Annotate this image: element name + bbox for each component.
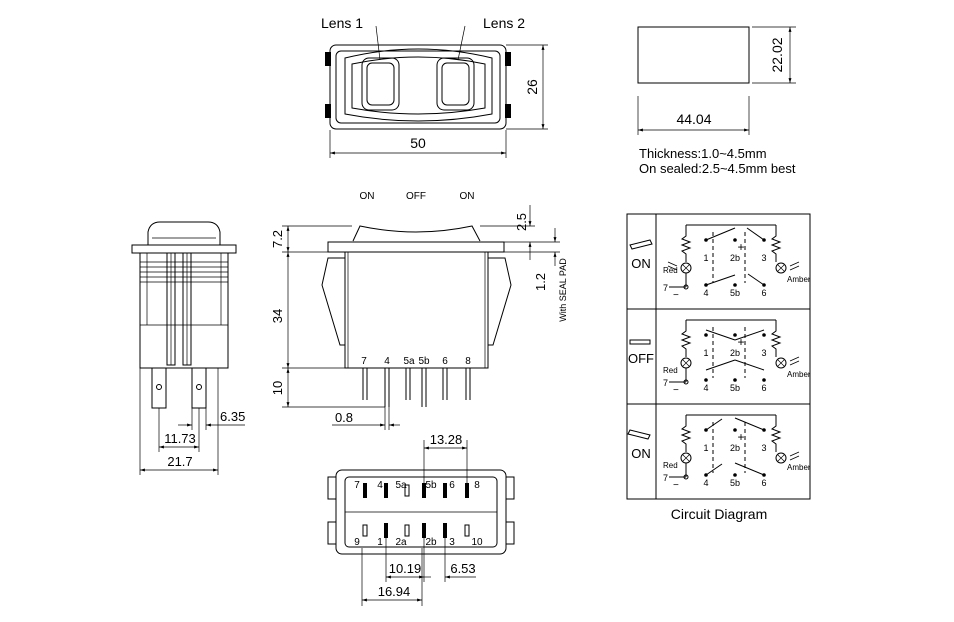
pin-label: 5b bbox=[730, 478, 740, 488]
pin-label: 6 bbox=[449, 480, 455, 491]
dim-rocker-2-5: 2.5 bbox=[514, 213, 529, 231]
lamp-label-amber: Amber bbox=[787, 463, 811, 472]
circuit-diagram: Circuit Diagram ON Red Amber 7 − bbox=[626, 213, 811, 522]
state-label: ON bbox=[631, 446, 651, 461]
position-label: ON bbox=[460, 191, 475, 202]
dim-bottom-10-19: 10.19 bbox=[389, 561, 422, 576]
pin-label: 8 bbox=[474, 480, 480, 491]
panel-cutout: 44.04 22.02 Thickness:1.0~4.5mm On seale… bbox=[637, 26, 796, 176]
pin-label: 6 bbox=[761, 478, 766, 488]
side-view: 21.7 11.73 6.35 bbox=[131, 221, 245, 475]
pin-label: 6 bbox=[761, 383, 766, 393]
top-view: Lens 1 Lens 2 50 26 bbox=[321, 15, 548, 158]
pin-label: 4 bbox=[703, 383, 708, 393]
pin-label: 3 bbox=[761, 253, 766, 263]
pin-label: 2b bbox=[730, 443, 740, 453]
dim-cutout-width: 44.04 bbox=[676, 111, 711, 127]
position-label: OFF bbox=[406, 191, 426, 202]
pin-label: 10 bbox=[471, 537, 483, 548]
pin-label: 6 bbox=[442, 356, 448, 367]
pin-label: 5b bbox=[425, 480, 437, 491]
pin-label: 9 bbox=[354, 537, 360, 548]
pin-label: 4 bbox=[703, 288, 708, 298]
dim-outer-21-7: 21.7 bbox=[167, 454, 192, 469]
lamp-label-red: Red bbox=[663, 366, 678, 375]
dim-bottom-16-94: 16.94 bbox=[378, 584, 411, 599]
position-label: ON bbox=[360, 191, 375, 202]
dim-bottom-6-53: 6.53 bbox=[450, 561, 475, 576]
minus-sign: − bbox=[673, 385, 679, 396]
neg-pin-label: 7 bbox=[663, 283, 668, 293]
circuit-caption: Circuit Diagram bbox=[671, 506, 767, 522]
pin-label: 5a bbox=[403, 356, 415, 367]
bottom-view: 7 4 5a 5b 6 8 9 1 2a 2b 3 10 13.28 10.19… bbox=[327, 432, 515, 606]
pin-label: 2a bbox=[395, 537, 407, 548]
state-label: ON bbox=[631, 256, 651, 271]
dim-cutout-height: 22.02 bbox=[769, 37, 785, 72]
pin-label: 1 bbox=[703, 253, 708, 263]
sealed-note: On sealed:2.5~4.5mm best bbox=[639, 161, 796, 176]
pin-label: 1 bbox=[703, 443, 708, 453]
lamp-label-red: Red bbox=[663, 266, 678, 275]
seal-pad-note: With SEAL PAD bbox=[558, 258, 568, 322]
lamp-label-red: Red bbox=[663, 461, 678, 470]
pin-label: 4 bbox=[703, 478, 708, 488]
circuit-row-off: OFF Red Amber 7 − bbox=[628, 319, 811, 396]
pin-label: 3 bbox=[449, 537, 455, 548]
minus-sign: − bbox=[673, 480, 679, 491]
pin-label: 4 bbox=[377, 480, 383, 491]
lamp-label-amber: Amber bbox=[787, 275, 811, 284]
dim-inner-11-73: 11.73 bbox=[164, 431, 196, 446]
dim-pad-1-2: 1.2 bbox=[533, 273, 548, 291]
dim-pin-spacing-6-35: 6.35 bbox=[220, 409, 245, 424]
dim-height-26: 26 bbox=[524, 79, 540, 95]
neg-pin-label: 7 bbox=[663, 378, 668, 388]
minus-sign: − bbox=[673, 290, 679, 301]
pin-label: 3 bbox=[761, 348, 766, 358]
circuit-row-on-1: ON Red Amber 7 − bbox=[629, 224, 811, 301]
pin-label: 7 bbox=[354, 480, 360, 491]
circuit-row-on-2: ON Red Amber 7 − bbox=[627, 414, 811, 491]
dim-body-34: 34 bbox=[270, 309, 285, 323]
pin-label: 4 bbox=[384, 356, 390, 367]
front-view: ON OFF ON 7 4 5a 5b 6 8 7.2 bbox=[270, 191, 568, 430]
pin-label: 5b bbox=[730, 288, 740, 298]
state-label: OFF bbox=[628, 351, 654, 366]
lens2-label: Lens 2 bbox=[483, 15, 525, 31]
lamp-label-amber: Amber bbox=[787, 370, 811, 379]
pin-label: 6 bbox=[761, 288, 766, 298]
pin-label: 2b bbox=[730, 348, 740, 358]
pin-label: 3 bbox=[761, 443, 766, 453]
plus-sign: + bbox=[737, 335, 744, 349]
pin-label: 7 bbox=[361, 356, 367, 367]
dim-terminal-10: 10 bbox=[270, 381, 285, 395]
dim-terminal-width: 0.8 bbox=[335, 410, 353, 425]
pin-label: 5b bbox=[730, 383, 740, 393]
plus-sign: + bbox=[737, 430, 744, 444]
dim-bottom-13-28: 13.28 bbox=[430, 432, 463, 447]
lens1-label: Lens 1 bbox=[321, 15, 363, 31]
thickness-note: Thickness:1.0~4.5mm bbox=[639, 146, 767, 161]
pin-label: 2b bbox=[730, 253, 740, 263]
pin-label: 2b bbox=[425, 537, 437, 548]
pin-label: 5b bbox=[418, 356, 430, 367]
dim-width-50: 50 bbox=[410, 135, 426, 151]
pin-label: 8 bbox=[465, 356, 471, 367]
dim-top-7-2: 7.2 bbox=[270, 230, 285, 248]
pin-label: 5a bbox=[395, 480, 407, 491]
pin-label: 1 bbox=[703, 348, 708, 358]
pin-label: 1 bbox=[377, 537, 383, 548]
plus-sign: + bbox=[737, 240, 744, 254]
neg-pin-label: 7 bbox=[663, 473, 668, 483]
